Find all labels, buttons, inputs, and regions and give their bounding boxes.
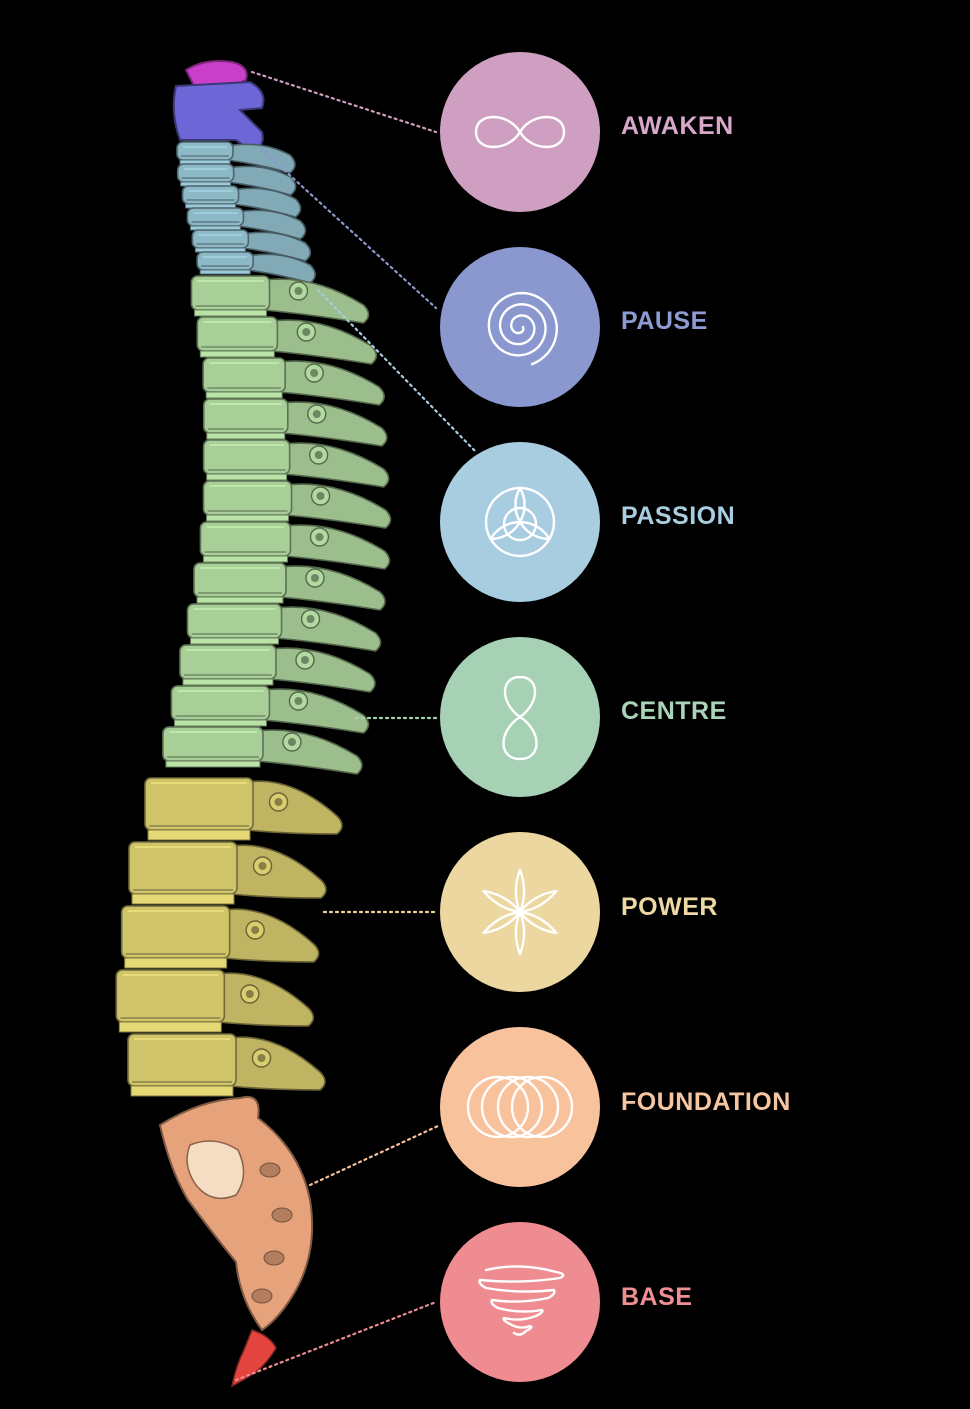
lumbar-vertebra [120,905,320,969]
connector-awaken [250,70,438,134]
chakra-label-base: BASE [621,1283,693,1311]
cervical-vertebra [186,207,307,240]
thoracic-vertebra [179,644,376,693]
chakra-label-pause: PAUSE [621,307,708,335]
thoracic-vertebra [190,275,370,324]
thoracic-vertebra [199,521,391,570]
chakra-label-passion: PASSION [621,502,736,530]
lumbar-vertebra [127,1033,326,1097]
chakra-label-power: POWER [621,893,718,921]
connector-lines [234,70,478,1382]
figure-eight-icon [502,675,538,761]
chakra-circle [440,247,600,407]
cervical-vertebra [176,141,296,174]
cervical-vertebra [196,251,316,284]
cervical-vertebra [191,229,312,262]
infinity-icon [474,115,566,149]
chakra-circles [440,52,600,1382]
spine-illustration [115,60,392,1388]
chakra-passion [440,442,600,602]
cervical-vertebra [181,185,302,218]
chakra-label-centre: CENTRE [621,697,727,725]
thoracic-vertebra [202,480,392,529]
chakra-circle [440,1027,600,1187]
connector-base [234,1300,438,1382]
chakra-base [440,1222,600,1382]
chakra-label-foundation: FOUNDATION [621,1088,791,1116]
chakra-pause [440,247,600,407]
thoracic-vertebra [193,562,386,611]
cervical-vertebra [176,163,297,196]
thoracic-vertebra [196,316,378,365]
triquetra-icon [484,486,556,558]
thoracic-vertebra [202,357,385,406]
thoracic-vertebra [202,398,388,447]
thoracic-vertebra [170,685,370,734]
lumbar-vertebra [128,841,327,905]
chakra-power [440,832,600,992]
thoracic-vertebra [186,603,382,652]
vortex-icon [478,1265,565,1336]
thoracic-vertebra [162,726,363,775]
chakra-foundation [440,1027,600,1187]
flower-icon [482,868,558,956]
coccyx-segment [230,1329,277,1388]
chakra-label-awaken: AWAKEN [621,112,734,140]
chakra-awaken [440,52,600,212]
atlas-segment [172,80,265,152]
chakra-centre [440,637,600,797]
lumbar-vertebra [144,777,343,841]
spiral-icon [487,291,558,366]
rings-icon [466,1075,574,1139]
thoracic-vertebra [202,439,390,488]
lumbar-vertebra [115,969,315,1033]
connector-foundation [308,1124,440,1187]
connector-passion [316,288,478,454]
